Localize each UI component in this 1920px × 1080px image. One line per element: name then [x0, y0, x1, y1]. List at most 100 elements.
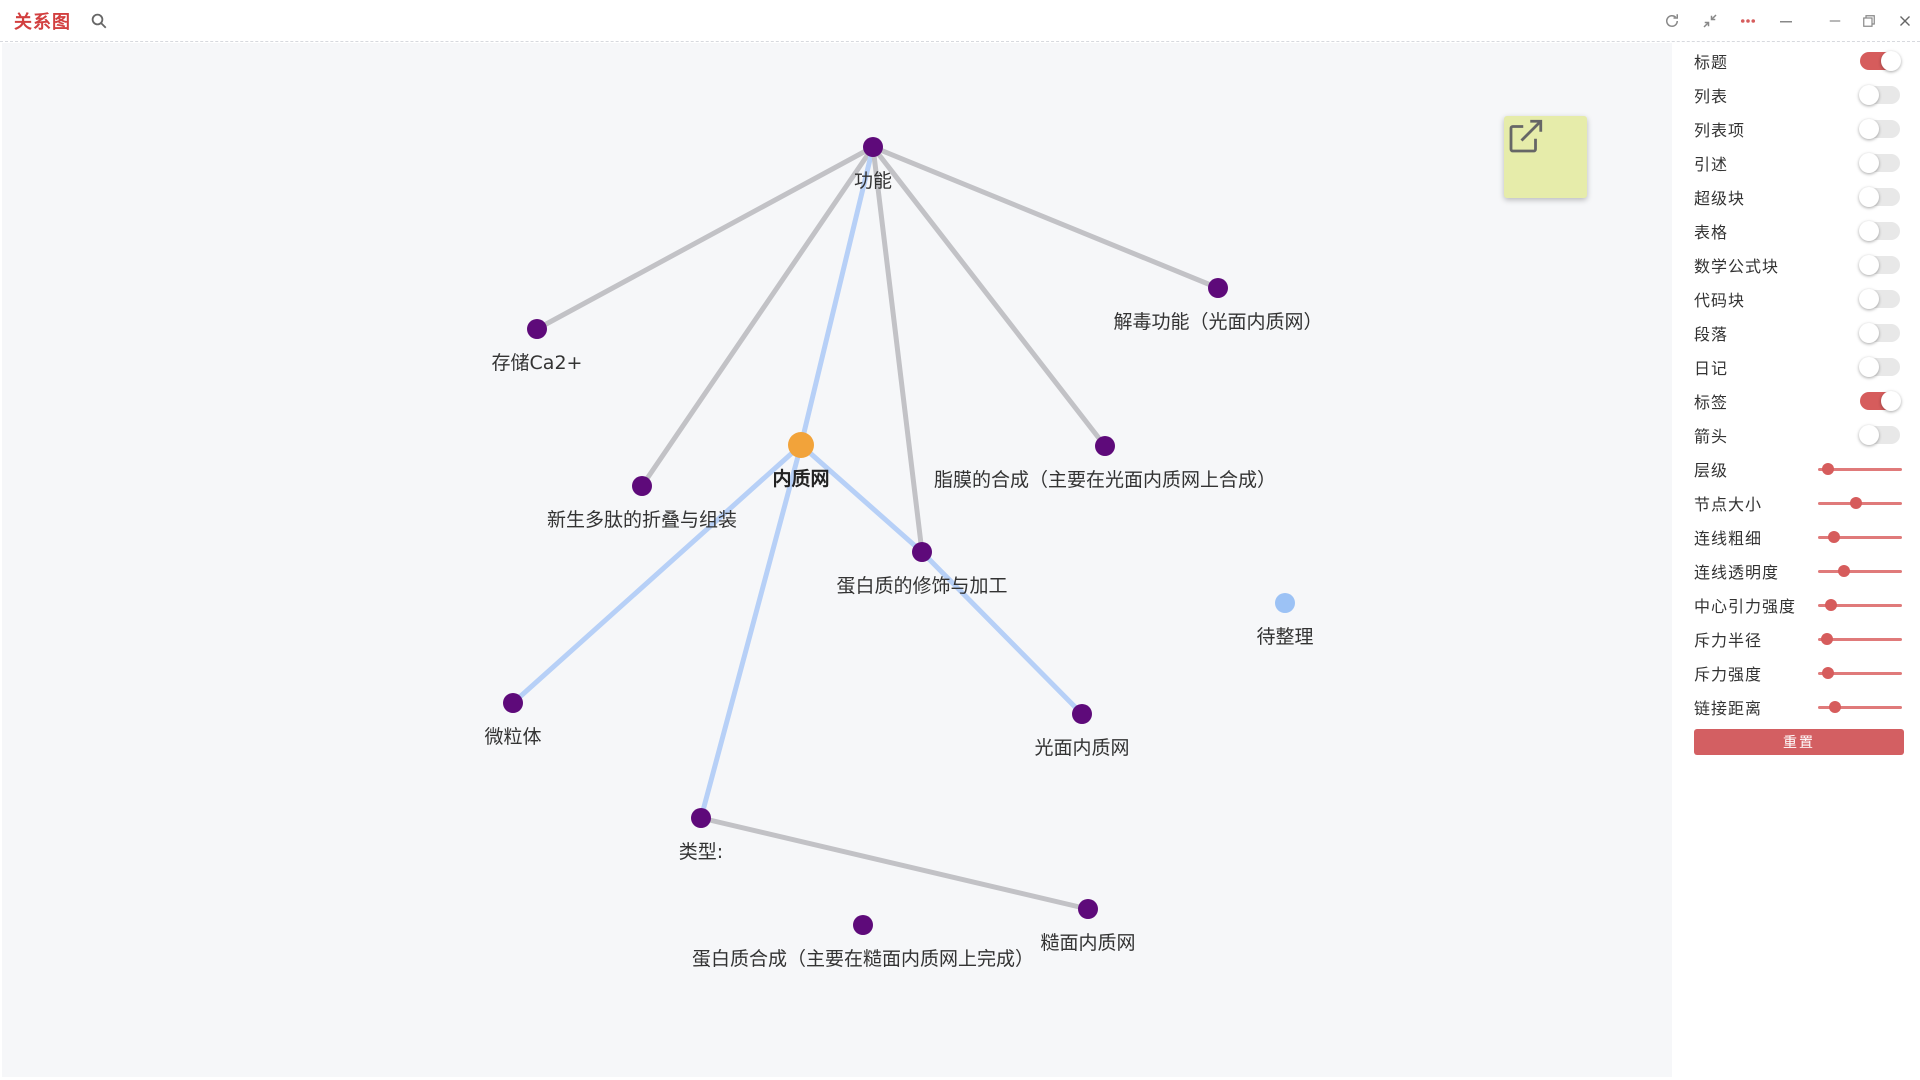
- relation-graph-canvas[interactable]: 功能存储Ca2+ 解毒功能（光面内质网） 内质网新生多肽的折叠与组装 脂膜的合成（主要…: [2, 43, 1672, 1077]
- toggle-switch[interactable]: [1859, 289, 1900, 309]
- graph-edge: [639, 144, 876, 489]
- search-icon[interactable]: [86, 8, 112, 34]
- graph-node-label[interactable]: 待整理: [1256, 626, 1313, 648]
- graph-node-dot[interactable]: [912, 542, 932, 562]
- graph-node[interactable]: 待整理: [1256, 593, 1314, 648]
- graph-node[interactable]: 蛋白质的修饰与加工: [836, 542, 1008, 597]
- toggle-knob: [1859, 357, 1879, 377]
- range-slider[interactable]: [1818, 700, 1902, 713]
- graph-node-dot[interactable]: [1072, 704, 1092, 724]
- slider-row: 层级: [1694, 454, 1906, 484]
- toggle-switch[interactable]: [1859, 221, 1900, 241]
- slider-thumb[interactable]: [1828, 700, 1841, 713]
- toggle-switch[interactable]: [1859, 153, 1900, 173]
- graph-node-dot[interactable]: [853, 915, 873, 935]
- graph-node-dot[interactable]: [1275, 593, 1295, 613]
- window-restore-icon[interactable]: [1856, 8, 1882, 34]
- toggle-switch[interactable]: [1859, 119, 1900, 139]
- toggle-row: 列表: [1694, 80, 1906, 110]
- graph-node-label[interactable]: 糙面内质网: [1040, 932, 1135, 954]
- toggle-switch[interactable]: [1859, 187, 1900, 207]
- toggle-row: 段落: [1694, 318, 1906, 348]
- graph-node-dot[interactable]: [527, 319, 547, 339]
- toggle-knob: [1859, 323, 1879, 343]
- refresh-icon[interactable]: [1659, 8, 1685, 34]
- range-slider[interactable]: [1818, 666, 1902, 679]
- graph-node-dot[interactable]: [863, 137, 883, 157]
- toggle-label: 箭头: [1694, 427, 1729, 446]
- graph-node-label[interactable]: 新生多肽的折叠与组装: [547, 509, 737, 531]
- slider-thumb[interactable]: [1827, 530, 1840, 543]
- toggle-switch[interactable]: [1860, 51, 1901, 71]
- open-in-new-tab-button[interactable]: [1504, 116, 1587, 198]
- toggle-row: 日记: [1694, 352, 1906, 382]
- toggle-switch[interactable]: [1859, 255, 1900, 275]
- edges-layer: [510, 144, 1221, 912]
- range-slider[interactable]: [1818, 496, 1902, 509]
- reset-button[interactable]: 重置: [1694, 729, 1904, 755]
- slider-thumb[interactable]: [1822, 462, 1835, 475]
- more-icon[interactable]: [1735, 8, 1761, 34]
- graph-node-label[interactable]: 功能: [854, 170, 892, 192]
- graph-node[interactable]: 糙面内质网: [1040, 899, 1136, 954]
- slider-thumb[interactable]: [1849, 496, 1862, 509]
- graph-node-dot[interactable]: [691, 808, 711, 828]
- graph-node[interactable]: 新生多肽的折叠与组装: [547, 476, 737, 531]
- range-slider[interactable]: [1818, 530, 1902, 543]
- graph-node[interactable]: 蛋白质合成（主要在糙面内质网上完成）: [692, 915, 1034, 970]
- graph-node[interactable]: 解毒功能（光面内质网）: [1113, 278, 1323, 333]
- slider-thumb[interactable]: [1824, 598, 1837, 611]
- toggle-label: 标签: [1694, 393, 1729, 412]
- graph-node[interactable]: 类型:: [679, 808, 723, 863]
- slider-thumb[interactable]: [1838, 564, 1851, 577]
- toggle-knob: [1859, 119, 1879, 139]
- graph-node-dot[interactable]: [1095, 436, 1115, 456]
- window-minimize-icon[interactable]: [1822, 8, 1848, 34]
- range-slider[interactable]: [1818, 564, 1902, 577]
- collapse-icon[interactable]: [1697, 8, 1723, 34]
- graph-node-label[interactable]: 光面内质网: [1034, 737, 1129, 759]
- graph-node-label[interactable]: 蛋白质合成（主要在糙面内质网上完成）: [692, 948, 1034, 970]
- graph-node-label[interactable]: 类型:: [679, 841, 723, 863]
- top-bar: 关系图: [0, 0, 1920, 42]
- slider-row: 连线透明度: [1694, 556, 1906, 586]
- graph-node-label[interactable]: 蛋白质的修饰与加工: [836, 575, 1007, 597]
- slider-label: 链接距离: [1694, 699, 1763, 718]
- graph-node-label[interactable]: 内质网: [772, 467, 829, 490]
- toggle-row: 列表项: [1694, 114, 1906, 144]
- range-slider[interactable]: [1818, 632, 1902, 645]
- graph-node[interactable]: 内质网: [772, 432, 830, 490]
- toggle-row: 代码块: [1694, 284, 1906, 314]
- toggle-label: 数学公式块: [1694, 257, 1780, 276]
- toggle-switch[interactable]: [1860, 391, 1901, 411]
- minimize-panel-icon[interactable]: [1773, 8, 1799, 34]
- graph-node-label[interactable]: 微粒体: [484, 726, 541, 748]
- slider-label: 中心引力强度: [1694, 597, 1797, 616]
- graph-node-label[interactable]: 脂膜的合成（主要在光面内质网上合成）: [934, 469, 1276, 491]
- graph-node-dot[interactable]: [1208, 278, 1228, 298]
- graph-node-label[interactable]: 解毒功能（光面内质网）: [1113, 311, 1322, 333]
- toggle-knob: [1859, 187, 1879, 207]
- toggle-switch[interactable]: [1859, 357, 1900, 377]
- graph-node[interactable]: 功能: [854, 137, 892, 192]
- range-slider[interactable]: [1818, 598, 1902, 611]
- toggle-switch[interactable]: [1859, 323, 1900, 343]
- slider-thumb[interactable]: [1822, 666, 1835, 679]
- graph-node[interactable]: 微粒体: [484, 693, 542, 748]
- graph-node-dot[interactable]: [1078, 899, 1098, 919]
- window-close-icon[interactable]: [1892, 8, 1918, 34]
- graph-node[interactable]: 脂膜的合成（主要在光面内质网上合成）: [934, 436, 1276, 491]
- graph-node[interactable]: 光面内质网: [1034, 704, 1130, 759]
- toggle-knob: [1859, 289, 1879, 309]
- graph-node-dot[interactable]: [503, 693, 523, 713]
- toggle-switch[interactable]: [1859, 85, 1900, 105]
- toggle-switch[interactable]: [1859, 425, 1900, 445]
- graph-node-dot[interactable]: [788, 432, 814, 458]
- graph-node-label[interactable]: 存储Ca2+: [492, 352, 583, 374]
- graph-node-dot[interactable]: [632, 476, 652, 496]
- slider-thumb[interactable]: [1821, 632, 1834, 645]
- range-slider[interactable]: [1818, 462, 1902, 475]
- graph-node[interactable]: 存储Ca2+: [492, 319, 583, 374]
